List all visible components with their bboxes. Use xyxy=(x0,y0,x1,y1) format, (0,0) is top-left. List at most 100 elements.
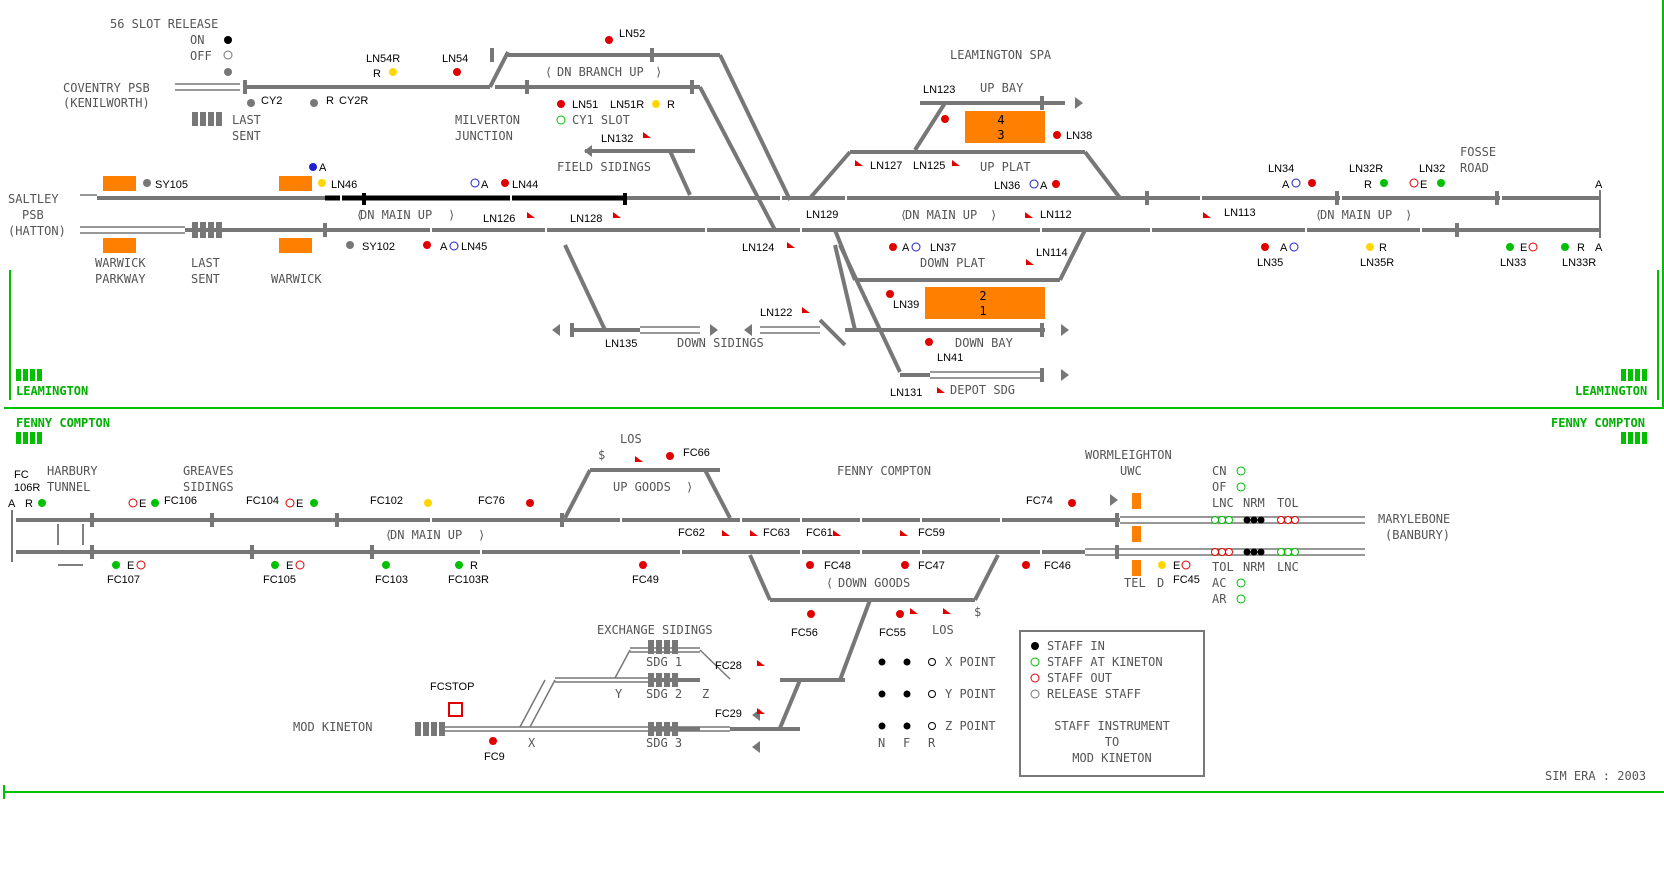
svg-text:LN54: LN54 xyxy=(442,53,468,65)
signal-fc107[interactable] xyxy=(112,561,120,569)
x-point-r[interactable] xyxy=(928,658,936,666)
shunt-ln122[interactable] xyxy=(802,307,810,313)
svg-text:FC104: FC104 xyxy=(246,495,279,507)
svg-text:LN54R: LN54R xyxy=(366,53,400,65)
signal-ln123[interactable] xyxy=(941,115,949,123)
signal-fc103r[interactable] xyxy=(455,561,463,569)
signal-ln44[interactable] xyxy=(501,179,509,187)
signal-ln36[interactable] xyxy=(1052,180,1060,188)
shunt-fc62[interactable] xyxy=(722,530,730,536)
signal-fc45[interactable] xyxy=(1158,561,1166,569)
signal-fc47[interactable] xyxy=(901,561,909,569)
shunt-ln131[interactable] xyxy=(937,387,945,393)
shunt-ln126[interactable] xyxy=(527,212,535,218)
svg-text:A: A xyxy=(440,241,448,253)
signal-ln33r[interactable] xyxy=(1561,243,1569,251)
x-point-f[interactable] xyxy=(903,658,911,666)
signal-fc49[interactable] xyxy=(639,561,647,569)
signal-ln51[interactable] xyxy=(557,100,565,108)
signal-sy102[interactable] xyxy=(346,241,354,249)
svg-text:LAST: LAST xyxy=(232,113,261,127)
slot-release-button[interactable] xyxy=(224,68,232,76)
shunt-fc28[interactable] xyxy=(757,660,765,666)
shunt-ln132[interactable] xyxy=(643,132,651,138)
y-point-r[interactable] xyxy=(928,690,936,698)
signal-ln35r[interactable] xyxy=(1366,243,1374,251)
signal-fc48[interactable] xyxy=(806,561,814,569)
svg-text:STAFF OUT: STAFF OUT xyxy=(1047,671,1112,685)
signal-ln54r[interactable] xyxy=(389,68,397,76)
signal-fc9[interactable] xyxy=(489,737,497,745)
signal-fc56[interactable] xyxy=(807,610,815,618)
signal-cy2r[interactable] xyxy=(310,99,318,107)
svg-text:SDG 3: SDG 3 xyxy=(646,736,682,750)
signal-fc106r[interactable] xyxy=(38,499,46,507)
svg-text:106R: 106R xyxy=(14,482,40,494)
signal-fc66[interactable] xyxy=(666,452,674,460)
slot-release-off-indicator[interactable] xyxy=(223,50,233,60)
svg-text:FC55: FC55 xyxy=(879,627,906,639)
shunt-fc63[interactable] xyxy=(750,530,758,536)
cy1-slot-indicator[interactable] xyxy=(556,115,566,125)
svg-text:R: R xyxy=(25,498,33,510)
z-point-r[interactable] xyxy=(928,722,936,730)
signal-ln46[interactable] xyxy=(318,179,326,187)
signal-fc76[interactable] xyxy=(526,499,534,507)
shunt-ln127[interactable] xyxy=(855,160,863,166)
svg-text:LN33R: LN33R xyxy=(1562,257,1596,269)
svg-text:LN32: LN32 xyxy=(1419,163,1445,175)
signal-fc74[interactable] xyxy=(1068,499,1076,507)
signal-fc46[interactable] xyxy=(1022,561,1030,569)
svg-text:⟩: ⟩ xyxy=(990,208,997,222)
z-point-f[interactable] xyxy=(903,722,911,730)
slot-release-on-indicator[interactable] xyxy=(224,36,232,44)
signal-ln32r[interactable] xyxy=(1380,179,1388,187)
signal-ln35[interactable] xyxy=(1261,243,1269,251)
y-point-n[interactable] xyxy=(878,690,886,698)
signal-fc105[interactable] xyxy=(271,561,279,569)
signal-ln38[interactable] xyxy=(1053,131,1061,139)
svg-text:DN MAIN UP: DN MAIN UP xyxy=(1320,208,1392,222)
shunt-fc55b[interactable] xyxy=(910,608,918,614)
x-point-n[interactable] xyxy=(878,658,886,666)
signal-ln37[interactable] xyxy=(889,243,897,251)
svg-text:D: D xyxy=(1157,576,1164,590)
shunt-ln125[interactable] xyxy=(952,160,960,166)
signal-cy2[interactable] xyxy=(247,99,255,107)
svg-text:DN MAIN UP: DN MAIN UP xyxy=(390,528,462,542)
shunt-fc59[interactable] xyxy=(900,530,908,536)
shunt-ln124[interactable] xyxy=(787,242,795,248)
signal-ln34[interactable] xyxy=(1308,179,1316,187)
signal-ln33[interactable] xyxy=(1506,243,1514,251)
shunt-los-down[interactable] xyxy=(943,608,951,614)
signal-ln39[interactable] xyxy=(886,290,894,298)
svg-text:⟨: ⟨ xyxy=(900,208,907,222)
y-point-f[interactable] xyxy=(903,690,911,698)
shunt-fc61[interactable] xyxy=(833,530,841,536)
signal-ln54[interactable] xyxy=(453,68,461,76)
svg-text:FC102: FC102 xyxy=(370,495,403,507)
shunt-ln114[interactable] xyxy=(1026,259,1034,265)
shunt-ln128[interactable] xyxy=(613,212,621,218)
svg-text:A: A xyxy=(8,498,16,510)
z-point-n[interactable] xyxy=(878,722,886,730)
svg-text:FC63: FC63 xyxy=(763,527,790,539)
shunt-los-up[interactable] xyxy=(635,456,643,462)
svg-text:E: E xyxy=(139,498,146,510)
shunt-fc29[interactable] xyxy=(757,708,765,714)
signal-fc104[interactable] xyxy=(310,499,318,507)
signal-ln45[interactable] xyxy=(423,241,431,249)
signal-fc55[interactable] xyxy=(896,610,904,618)
signal-ln41[interactable] xyxy=(925,338,933,346)
signal-fc106[interactable] xyxy=(151,499,159,507)
svg-text:LN52: LN52 xyxy=(619,28,645,40)
shunt-ln112[interactable] xyxy=(1025,212,1033,218)
shunt-ln113[interactable] xyxy=(1203,212,1211,218)
signal-ln51r[interactable] xyxy=(652,100,660,108)
signal-ln32[interactable] xyxy=(1437,179,1445,187)
fcstop-button[interactable] xyxy=(448,702,463,717)
signal-fc102[interactable] xyxy=(424,499,432,507)
signal-sy105[interactable] xyxy=(143,179,151,187)
signal-fc103[interactable] xyxy=(382,561,390,569)
signal-ln52[interactable] xyxy=(605,36,613,44)
